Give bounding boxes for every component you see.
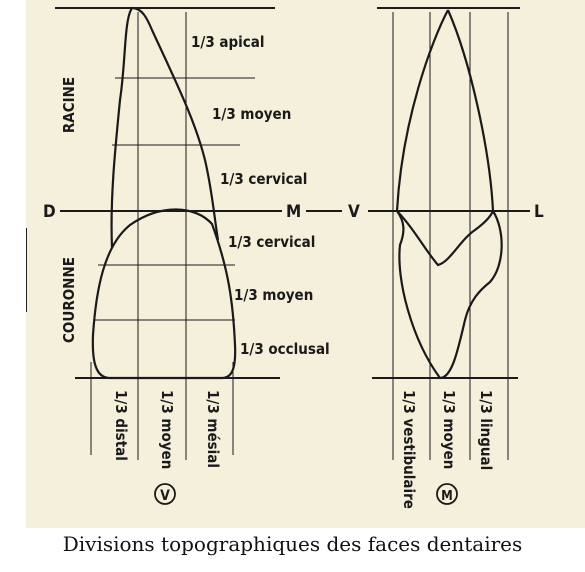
bottom-third-mesial: 1/3 mésial	[204, 390, 222, 468]
root-outline	[110, 6, 220, 249]
figure-background	[26, 0, 585, 528]
bottom-third-lingual: 1/3 lingual	[477, 390, 495, 470]
bottom-third-middle-right: 1/3 moyen	[440, 390, 458, 469]
mesial-view	[368, 7, 530, 460]
root-third-apical: 1/3 apical	[191, 33, 265, 51]
root-third-cervical: 1/3 cervical	[220, 170, 307, 188]
axis-label-d: D	[43, 202, 56, 222]
crown-third-middle: 1/3 moyen	[234, 286, 313, 304]
tooth-divisions-diagram: RACINE COURONNE 1/3 apical 1/3 moyen 1/3…	[43, 6, 544, 509]
crown-label: COURONNE	[60, 257, 78, 343]
bottom-third-distal: 1/3 distal	[112, 390, 130, 461]
root-label: RACINE	[60, 77, 78, 133]
view-symbol-circle-v	[154, 483, 176, 505]
crown-outline-right	[396, 210, 503, 380]
bottom-third-middle: 1/3 moyen	[158, 390, 176, 469]
figure-caption: Divisions topographiques des faces denta…	[62, 532, 523, 556]
axis-label-l: L	[534, 202, 544, 222]
left-edge-mark	[26, 228, 27, 312]
crown-third-occlusal: 1/3 occlusal	[240, 340, 330, 358]
crown-outline	[91, 208, 237, 380]
crown-third-cervical: 1/3 cervical	[228, 233, 315, 251]
view-symbol-m: M	[441, 489, 453, 504]
axis-label-m: M	[286, 202, 301, 222]
root-outline-right	[395, 9, 495, 212]
axis-label-v: V	[348, 202, 360, 222]
vestibular-view	[55, 6, 342, 460]
view-symbol-v: V	[160, 488, 170, 504]
root-third-middle: 1/3 moyen	[212, 105, 291, 123]
bottom-third-vestibular: 1/3 vestibulaire	[400, 390, 418, 509]
view-symbol-circle-m	[436, 483, 458, 505]
